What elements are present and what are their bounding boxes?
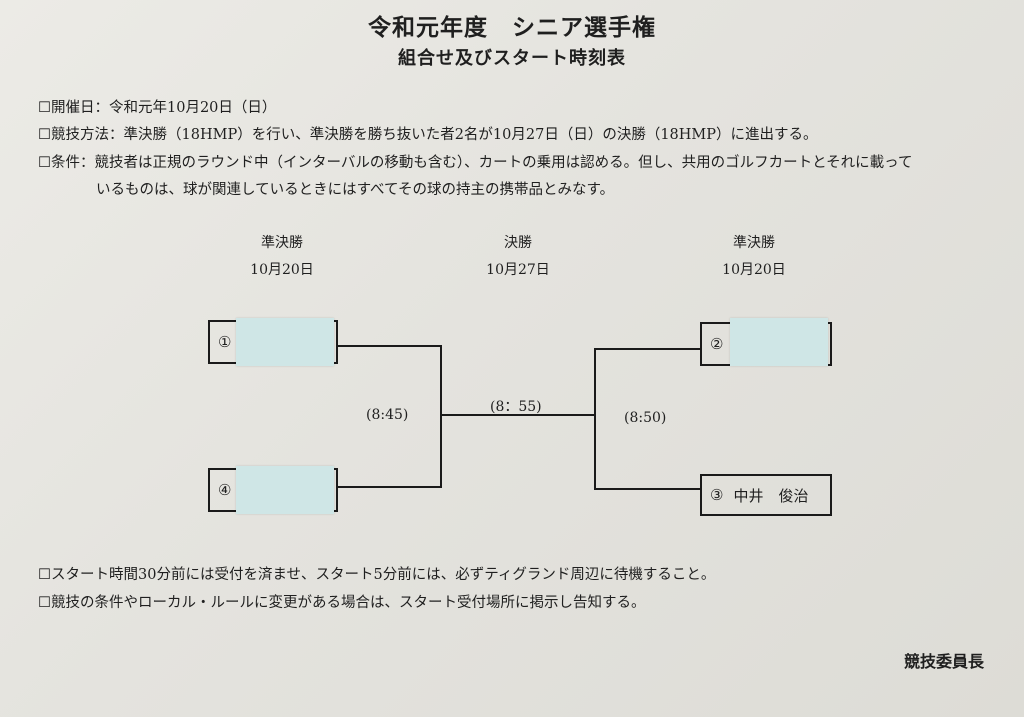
final-round-date: 10月27日 — [486, 262, 550, 278]
bracket-line — [594, 488, 700, 490]
bracket-line — [594, 348, 700, 350]
note-start-reception: ☐スタート時間30分前には受付を済ませ、スタート5分前には、必ずティグランド周辺… — [38, 567, 716, 583]
redacted-name-1 — [236, 318, 334, 366]
seed-number: ① — [218, 333, 232, 351]
right-round-label: 準決勝 — [733, 235, 775, 251]
bracket-line — [338, 345, 442, 347]
seed-number: ② — [710, 335, 724, 353]
bracket-line — [338, 486, 442, 488]
final-time: (8：55) — [490, 399, 542, 415]
left-round-date: 10月20日 — [250, 262, 314, 278]
bracket-line — [594, 348, 596, 490]
conditions-line: ☐条件：競技者は正規のラウンド中（インターバルの移動も含む）、カートの乗用は認め… — [38, 155, 913, 171]
document-title: 令和元年度 シニア選手権 — [368, 14, 656, 41]
note-rule-changes: ☐競技の条件やローカル・ルールに変更がある場合は、スタート受付場所に掲示し告知す… — [38, 595, 646, 611]
player-name: 中井 俊治 — [733, 486, 809, 505]
seed-number: ④ — [218, 481, 232, 499]
bracket-line — [440, 345, 442, 488]
event-date-line: ☐開催日：令和元年10月20日（日） — [38, 100, 277, 116]
redacted-name-2 — [730, 318, 828, 366]
left-round-label: 準決勝 — [261, 235, 303, 251]
right-round-date: 10月20日 — [722, 262, 786, 278]
document-subtitle: 組合せ及びスタート時刻表 — [398, 48, 626, 69]
seed-number: ③ — [710, 486, 724, 504]
right-semifinal-time: (8:50) — [624, 410, 667, 426]
committee-chair-signature: 競技委員長 — [903, 652, 984, 671]
final-bracket-line — [440, 414, 595, 416]
left-semifinal-time: (8:45) — [366, 407, 409, 423]
competition-method-line: ☐競技方法：準決勝（18HMP）を行い、準決勝を勝ち抜いた者2名が10月27日（… — [38, 127, 818, 143]
conditions-line-continued: いるものは、球が関連しているときにはすべてその球の持主の携帯品とみなす。 — [96, 182, 615, 198]
player-box-seed-3: ③ 中井 俊治 — [700, 474, 832, 516]
final-round-label: 決勝 — [504, 235, 532, 251]
redacted-name-4 — [236, 466, 334, 514]
